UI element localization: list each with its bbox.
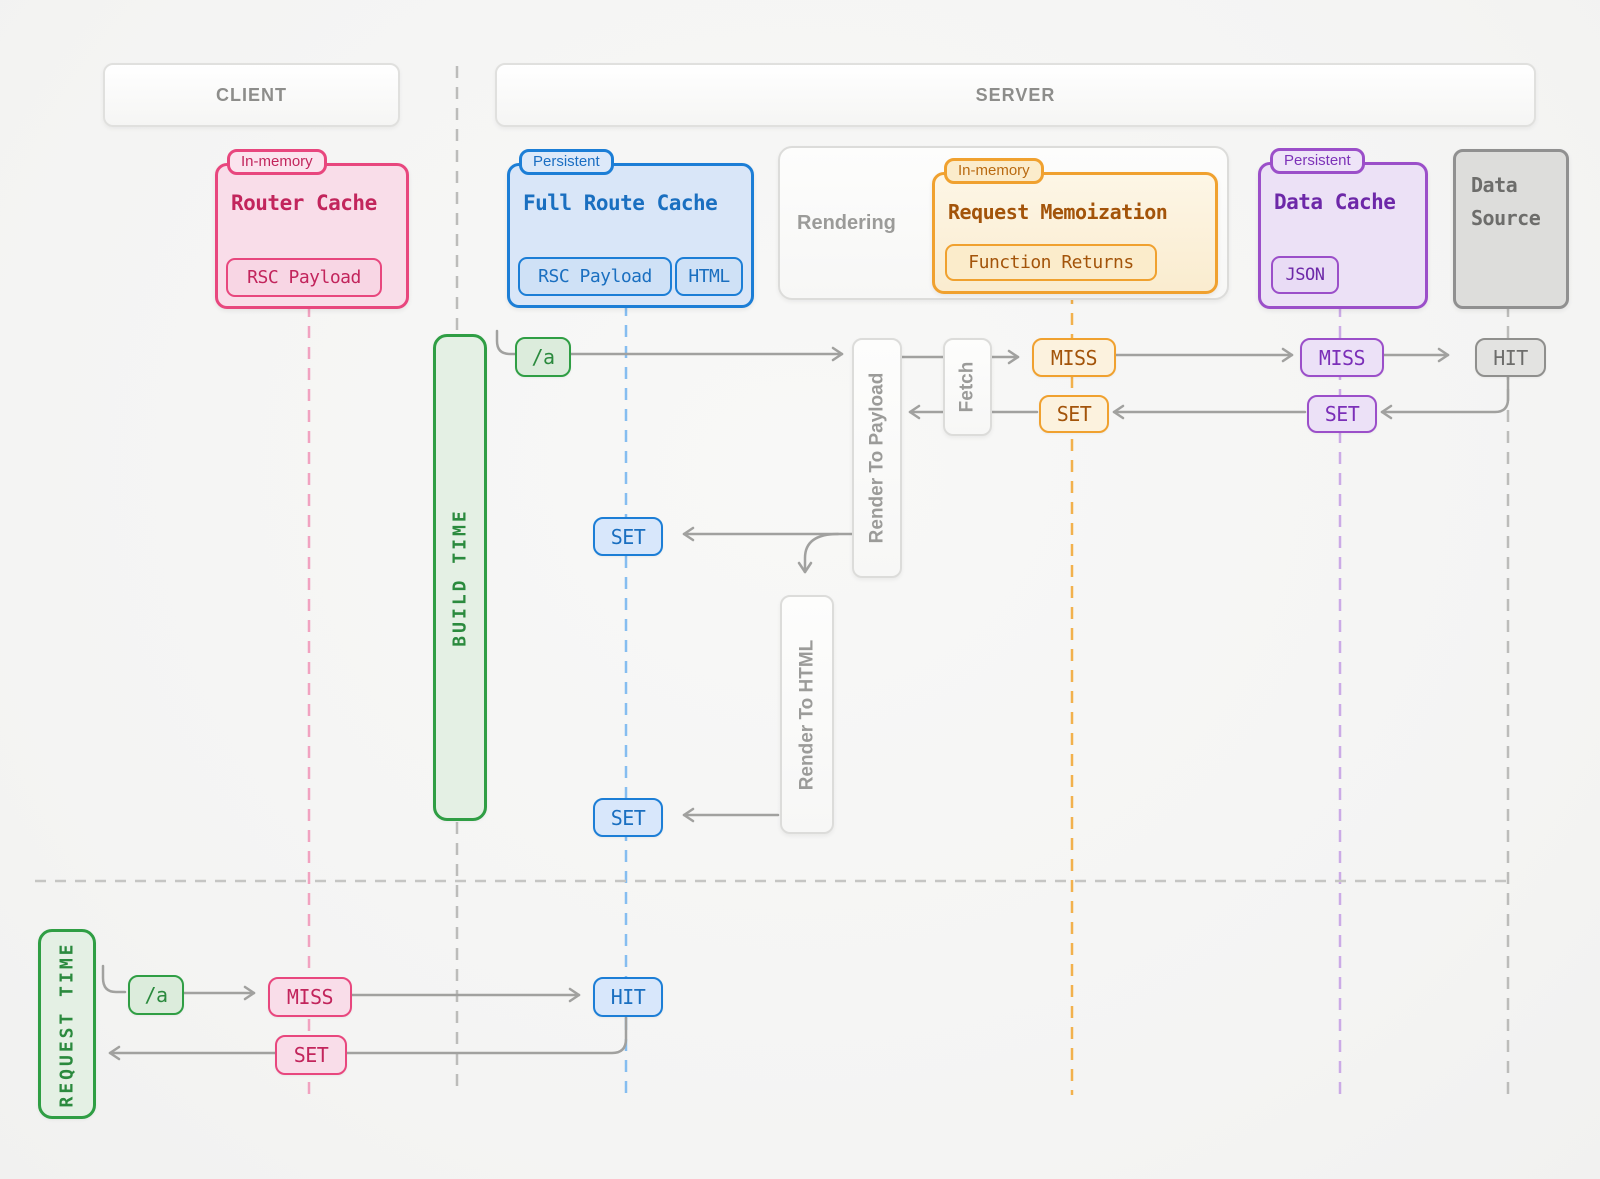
hook-build-start — [495, 329, 518, 356]
data-cache-miss-badge: MISS — [1300, 338, 1384, 377]
server-header-label: SERVER — [975, 84, 1056, 105]
render-to-payload-label: Render To Payload — [866, 372, 887, 544]
request-route-badge: /a — [128, 975, 184, 1015]
function-returns-pill: Function Returns — [945, 244, 1157, 281]
request-memoization-tab: In-memory — [944, 158, 1044, 184]
render-to-html-box: Render To HTML — [780, 595, 834, 834]
data-cache-box: Persistent Data Cache JSON — [1258, 148, 1428, 309]
render-to-payload-box: Render To Payload — [852, 338, 902, 578]
build-time-label: BUILD TIME — [449, 508, 471, 647]
data-cache-set-badge: SET — [1307, 395, 1377, 433]
full-route-cache-html-pill: HTML — [675, 257, 743, 296]
request-time-bar: REQUEST TIME — [38, 929, 96, 1119]
full-route-hit-badge: HIT — [593, 977, 663, 1017]
server-header: SERVER — [495, 63, 1536, 127]
request-time-label: REQUEST TIME — [56, 940, 78, 1108]
full-route-set-payload-badge: SET — [593, 517, 663, 556]
render-to-html-label: Render To HTML — [796, 639, 817, 790]
memoization-set-badge: SET — [1039, 395, 1109, 433]
build-route-badge: /a — [515, 337, 571, 377]
router-cache-tab: In-memory — [227, 149, 327, 175]
hook-request-start — [101, 964, 127, 994]
arrow-hit-to-dcset — [1380, 372, 1510, 420]
json-pill: JSON — [1271, 256, 1339, 294]
data-cache-title: Data Cache — [1274, 190, 1396, 214]
client-header: CLIENT — [103, 63, 400, 127]
build-time-bar: BUILD TIME — [433, 334, 487, 821]
arrow-hit-to-client — [108, 1012, 628, 1061]
fetch-box: Fetch — [943, 338, 992, 436]
router-cache-set-badge: SET — [275, 1035, 347, 1075]
router-cache-rsc-pill: RSC Payload — [226, 258, 382, 297]
router-cache-title: Router Cache — [231, 191, 377, 215]
full-route-cache-rsc-pill: RSC Payload — [518, 257, 672, 296]
request-memoization-box: In-memory Request Memoization Function R… — [932, 158, 1218, 294]
data-source-box: Data Source — [1453, 149, 1569, 309]
fetch-label: Fetch — [956, 361, 978, 413]
router-cache-miss-badge: MISS — [268, 977, 352, 1017]
client-header-label: CLIENT — [216, 84, 287, 105]
data-source-hit-badge: HIT — [1475, 338, 1546, 377]
full-route-set-html-badge: SET — [593, 798, 663, 837]
router-cache-box: In-memory Router Cache RSC Payload — [215, 149, 409, 309]
memoization-miss-badge: MISS — [1032, 338, 1116, 377]
arrow-payload-to-html — [797, 532, 840, 574]
data-source-title: Data Source — [1471, 173, 1541, 230]
full-route-cache-tab: Persistent — [519, 149, 614, 175]
full-route-cache-title: Full Route Cache — [523, 191, 718, 215]
request-memoization-title: Request Memoization — [948, 200, 1168, 224]
data-cache-tab: Persistent — [1270, 148, 1365, 174]
full-route-cache-box: Persistent Full Route Cache RSC Payload … — [507, 149, 754, 308]
rendering-label: Rendering — [797, 211, 896, 234]
